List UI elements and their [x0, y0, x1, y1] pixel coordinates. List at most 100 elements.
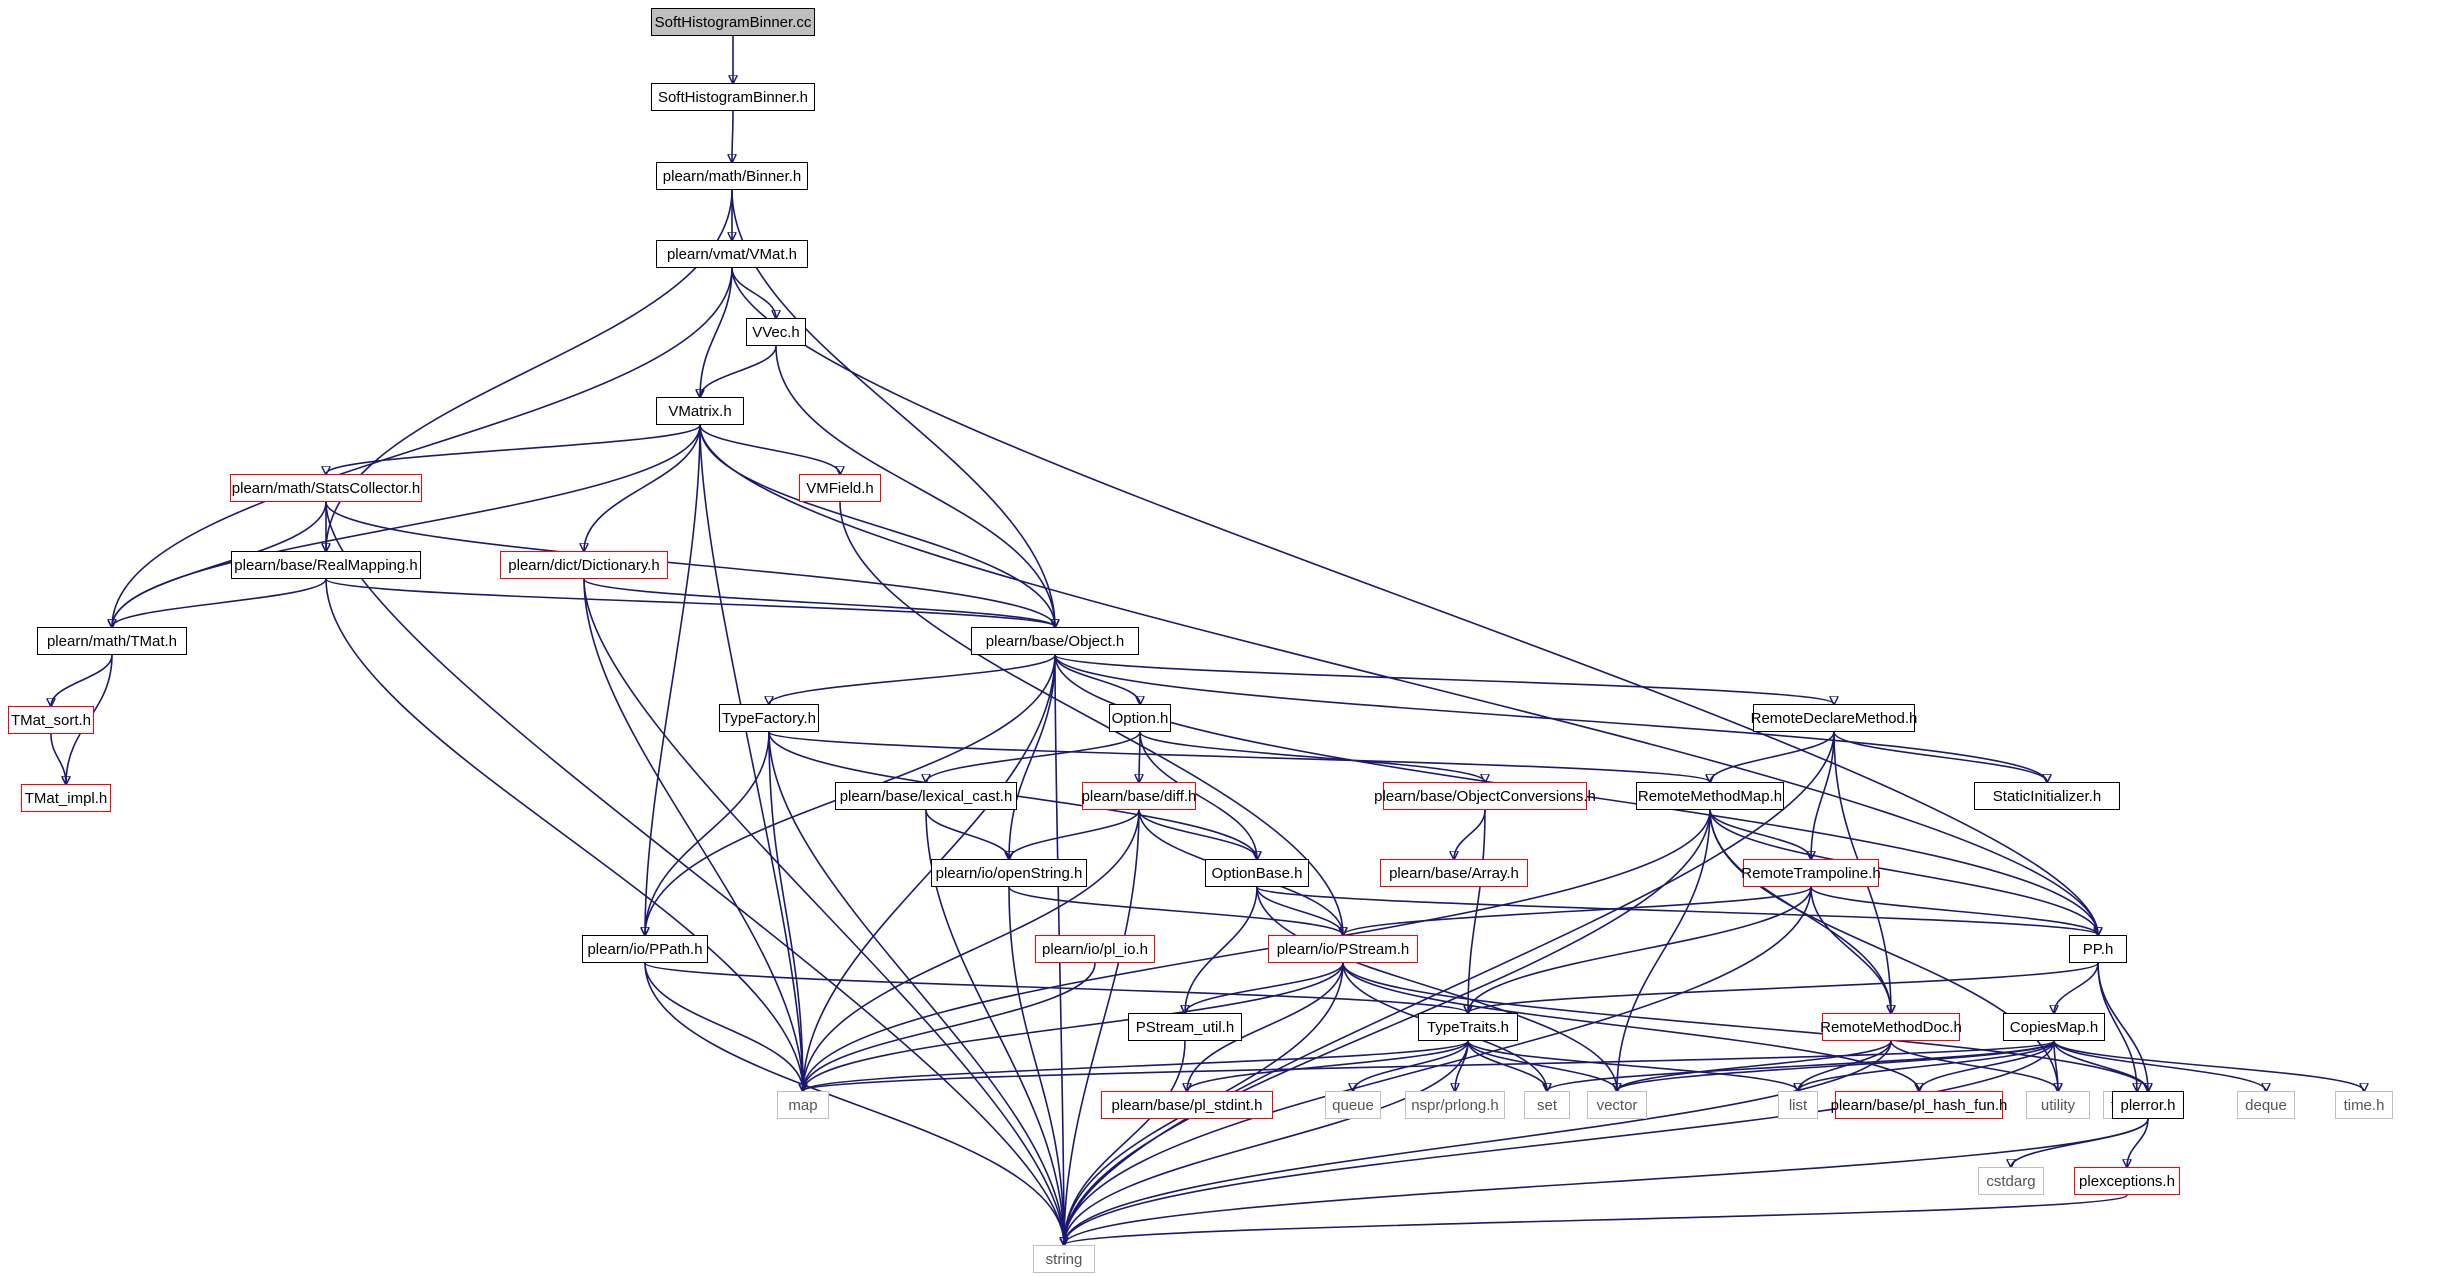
edge-ppath-to-map — [644, 962, 803, 1091]
edge-pstream-to-psutil — [1185, 962, 1344, 1013]
edge-optbase-to-pp — [1256, 886, 2098, 935]
node-tmatimpl[interactable]: TMat_impl.h — [21, 784, 111, 812]
edge-copiesmap-to-list — [1798, 1040, 2055, 1091]
node-vmatrix[interactable]: VMatrix.h — [656, 397, 744, 425]
node-typefact[interactable]: TypeFactory.h — [719, 704, 819, 732]
edge-copiesmap-to-vector — [1617, 1040, 2055, 1091]
edge-diff-to-optbase — [1138, 809, 1257, 859]
edge-dict-to-string — [583, 578, 1064, 1245]
edge-plerror-to-plexc — [2127, 1118, 2149, 1167]
node-tmatsort[interactable]: TMat_sort.h — [8, 706, 94, 734]
edge-vmatrix-to-tmat — [112, 424, 701, 627]
edge-vmat-to-vvec — [731, 267, 776, 318]
node-typetraits[interactable]: TypeTraits.h — [1418, 1013, 1518, 1041]
node-ppath[interactable]: plearn/io/PPath.h — [582, 935, 708, 963]
edge-rmm-to-vector — [1617, 809, 1711, 1091]
edge-option-to-lexcast — [926, 731, 1141, 782]
node-tramp[interactable]: RemoteTrampoline.h — [1741, 859, 1881, 887]
node-stats[interactable]: plearn/math/StatsCollector.h — [230, 474, 422, 502]
node-object[interactable]: plearn/base/Object.h — [971, 627, 1139, 655]
node-diff[interactable]: plearn/base/diff.h — [1082, 782, 1196, 810]
node-queue: queue — [1325, 1091, 1381, 1119]
node-binner[interactable]: plearn/math/Binner.h — [656, 162, 808, 190]
node-rdm[interactable]: RemoteDeclareMethod.h — [1751, 704, 1917, 732]
node-plio[interactable]: plearn/io/pl_io.h — [1035, 935, 1155, 963]
edge-tmat-to-tmatsort — [51, 654, 113, 706]
edge-dict-to-map — [583, 578, 803, 1091]
node-cstdarg: cstdarg — [1978, 1167, 2044, 1195]
node-plexc[interactable]: plexceptions.h — [2074, 1167, 2180, 1195]
node-deque: deque — [2237, 1091, 2295, 1119]
edge-optbase-to-vector — [1256, 886, 1617, 1091]
edge-lexcast-to-openstr — [925, 809, 1009, 859]
edge-rmdoc-to-utility — [1890, 1040, 2058, 1091]
edge-option-to-objconv — [1139, 731, 1485, 782]
edge-diff-to-map — [803, 809, 1140, 1091]
node-array[interactable]: plearn/base/Array.h — [1380, 859, 1528, 887]
node-hashfun[interactable]: plearn/base/pl_hash_fun.h — [1831, 1091, 2007, 1119]
node-tmat[interactable]: plearn/math/TMat.h — [37, 627, 187, 655]
edge-objconv-to-array — [1454, 809, 1486, 859]
edge-rmm-to-string — [1064, 809, 1711, 1245]
node-shb_h[interactable]: SoftHistogramBinner.h — [651, 83, 815, 111]
edge-copiesmap-to-plerror — [2053, 1040, 2148, 1091]
edge-realmap-to-object — [325, 578, 1055, 627]
edge-openstr-to-string — [1008, 886, 1064, 1245]
edge-objconv-to-typetraits — [1468, 809, 1486, 1013]
edge-ppath-to-string — [644, 962, 1064, 1245]
edge-dict-to-object — [583, 578, 1055, 627]
edge-vvec-to-object — [775, 345, 1055, 627]
edge-tmatsort-to-tmatimpl — [50, 733, 66, 784]
node-vvec[interactable]: VVec.h — [746, 318, 806, 346]
edge-psutil-to-string — [1064, 1040, 1186, 1245]
node-pp[interactable]: PP.h — [2069, 935, 2127, 963]
node-optbase[interactable]: OptionBase.h — [1205, 859, 1309, 887]
edge-vmatrix-to-pp — [699, 424, 2098, 935]
node-dict[interactable]: plearn/dict/Dictionary.h — [500, 551, 668, 579]
edge-option-to-optbase — [1139, 731, 1257, 859]
edge-vmat-to-vmatrix — [700, 267, 733, 397]
edge-diff-to-string — [1064, 809, 1140, 1245]
edge-shb_h-to-binner — [732, 110, 733, 162]
node-vmfield[interactable]: VMField.h — [799, 474, 881, 502]
edge-copiesmap-to-string — [1064, 1040, 2055, 1245]
node-lexcast[interactable]: plearn/base/lexical_cast.h — [835, 782, 1017, 810]
edge-typetraits-to-vector — [1467, 1040, 1617, 1091]
node-pstream[interactable]: plearn/io/PStream.h — [1268, 935, 1418, 963]
node-staticinit[interactable]: StaticInitializer.h — [1974, 782, 2120, 810]
node-openstr[interactable]: plearn/io/openString.h — [931, 859, 1087, 887]
node-vector: vector — [1587, 1091, 1647, 1119]
node-root[interactable]: SoftHistogramBinner.cc — [651, 8, 815, 36]
node-copiesmap[interactable]: CopiesMap.h — [2003, 1013, 2105, 1041]
edge-plexc-to-string — [1064, 1194, 2128, 1245]
edge-pp-to-typetraits — [1468, 962, 2099, 1013]
node-realmap[interactable]: plearn/base/RealMapping.h — [231, 551, 421, 579]
edge-optbase-to-psutil — [1185, 886, 1258, 1013]
node-stdint[interactable]: plearn/base/pl_stdint.h — [1101, 1091, 1273, 1119]
edge-rdm-to-string — [1064, 731, 1835, 1245]
edge-pstream-to-hashfun — [1342, 962, 1919, 1091]
node-psutil[interactable]: PStream_util.h — [1128, 1013, 1242, 1041]
edge-tramp-to-pp — [1810, 886, 2098, 935]
node-rmm[interactable]: RemoteMethodMap.h — [1636, 782, 1784, 810]
edge-vmatrix-to-object — [699, 424, 1055, 627]
edge-ppath-to-typetraits — [644, 962, 1468, 1013]
node-option[interactable]: Option.h — [1109, 704, 1171, 732]
node-objconv[interactable]: plearn/base/ObjectConversions.h — [1374, 782, 1596, 810]
edge-rdm-to-staticinit — [1833, 731, 2047, 782]
node-rmdoc[interactable]: RemoteMethodDoc.h — [1820, 1013, 1962, 1041]
edge-typefact-to-rmm — [768, 731, 1710, 782]
node-list: list — [1778, 1091, 1818, 1119]
edge-object-to-option — [1054, 654, 1140, 704]
edge-rmdoc-to-string — [1064, 1040, 1892, 1245]
node-vmat[interactable]: plearn/vmat/VMat.h — [656, 240, 808, 268]
edge-realmap-to-tmat — [112, 578, 327, 627]
edge-rmdoc-to-vector — [1617, 1040, 1892, 1091]
edge-pstream-to-map — [803, 962, 1344, 1091]
edge-rdm-to-rmm — [1710, 731, 1835, 782]
edge-copiesmap-to-timeh — [2053, 1040, 2364, 1091]
node-plerror[interactable]: plerror.h — [2112, 1091, 2184, 1119]
edge-rdm-to-tramp — [1811, 731, 1835, 859]
